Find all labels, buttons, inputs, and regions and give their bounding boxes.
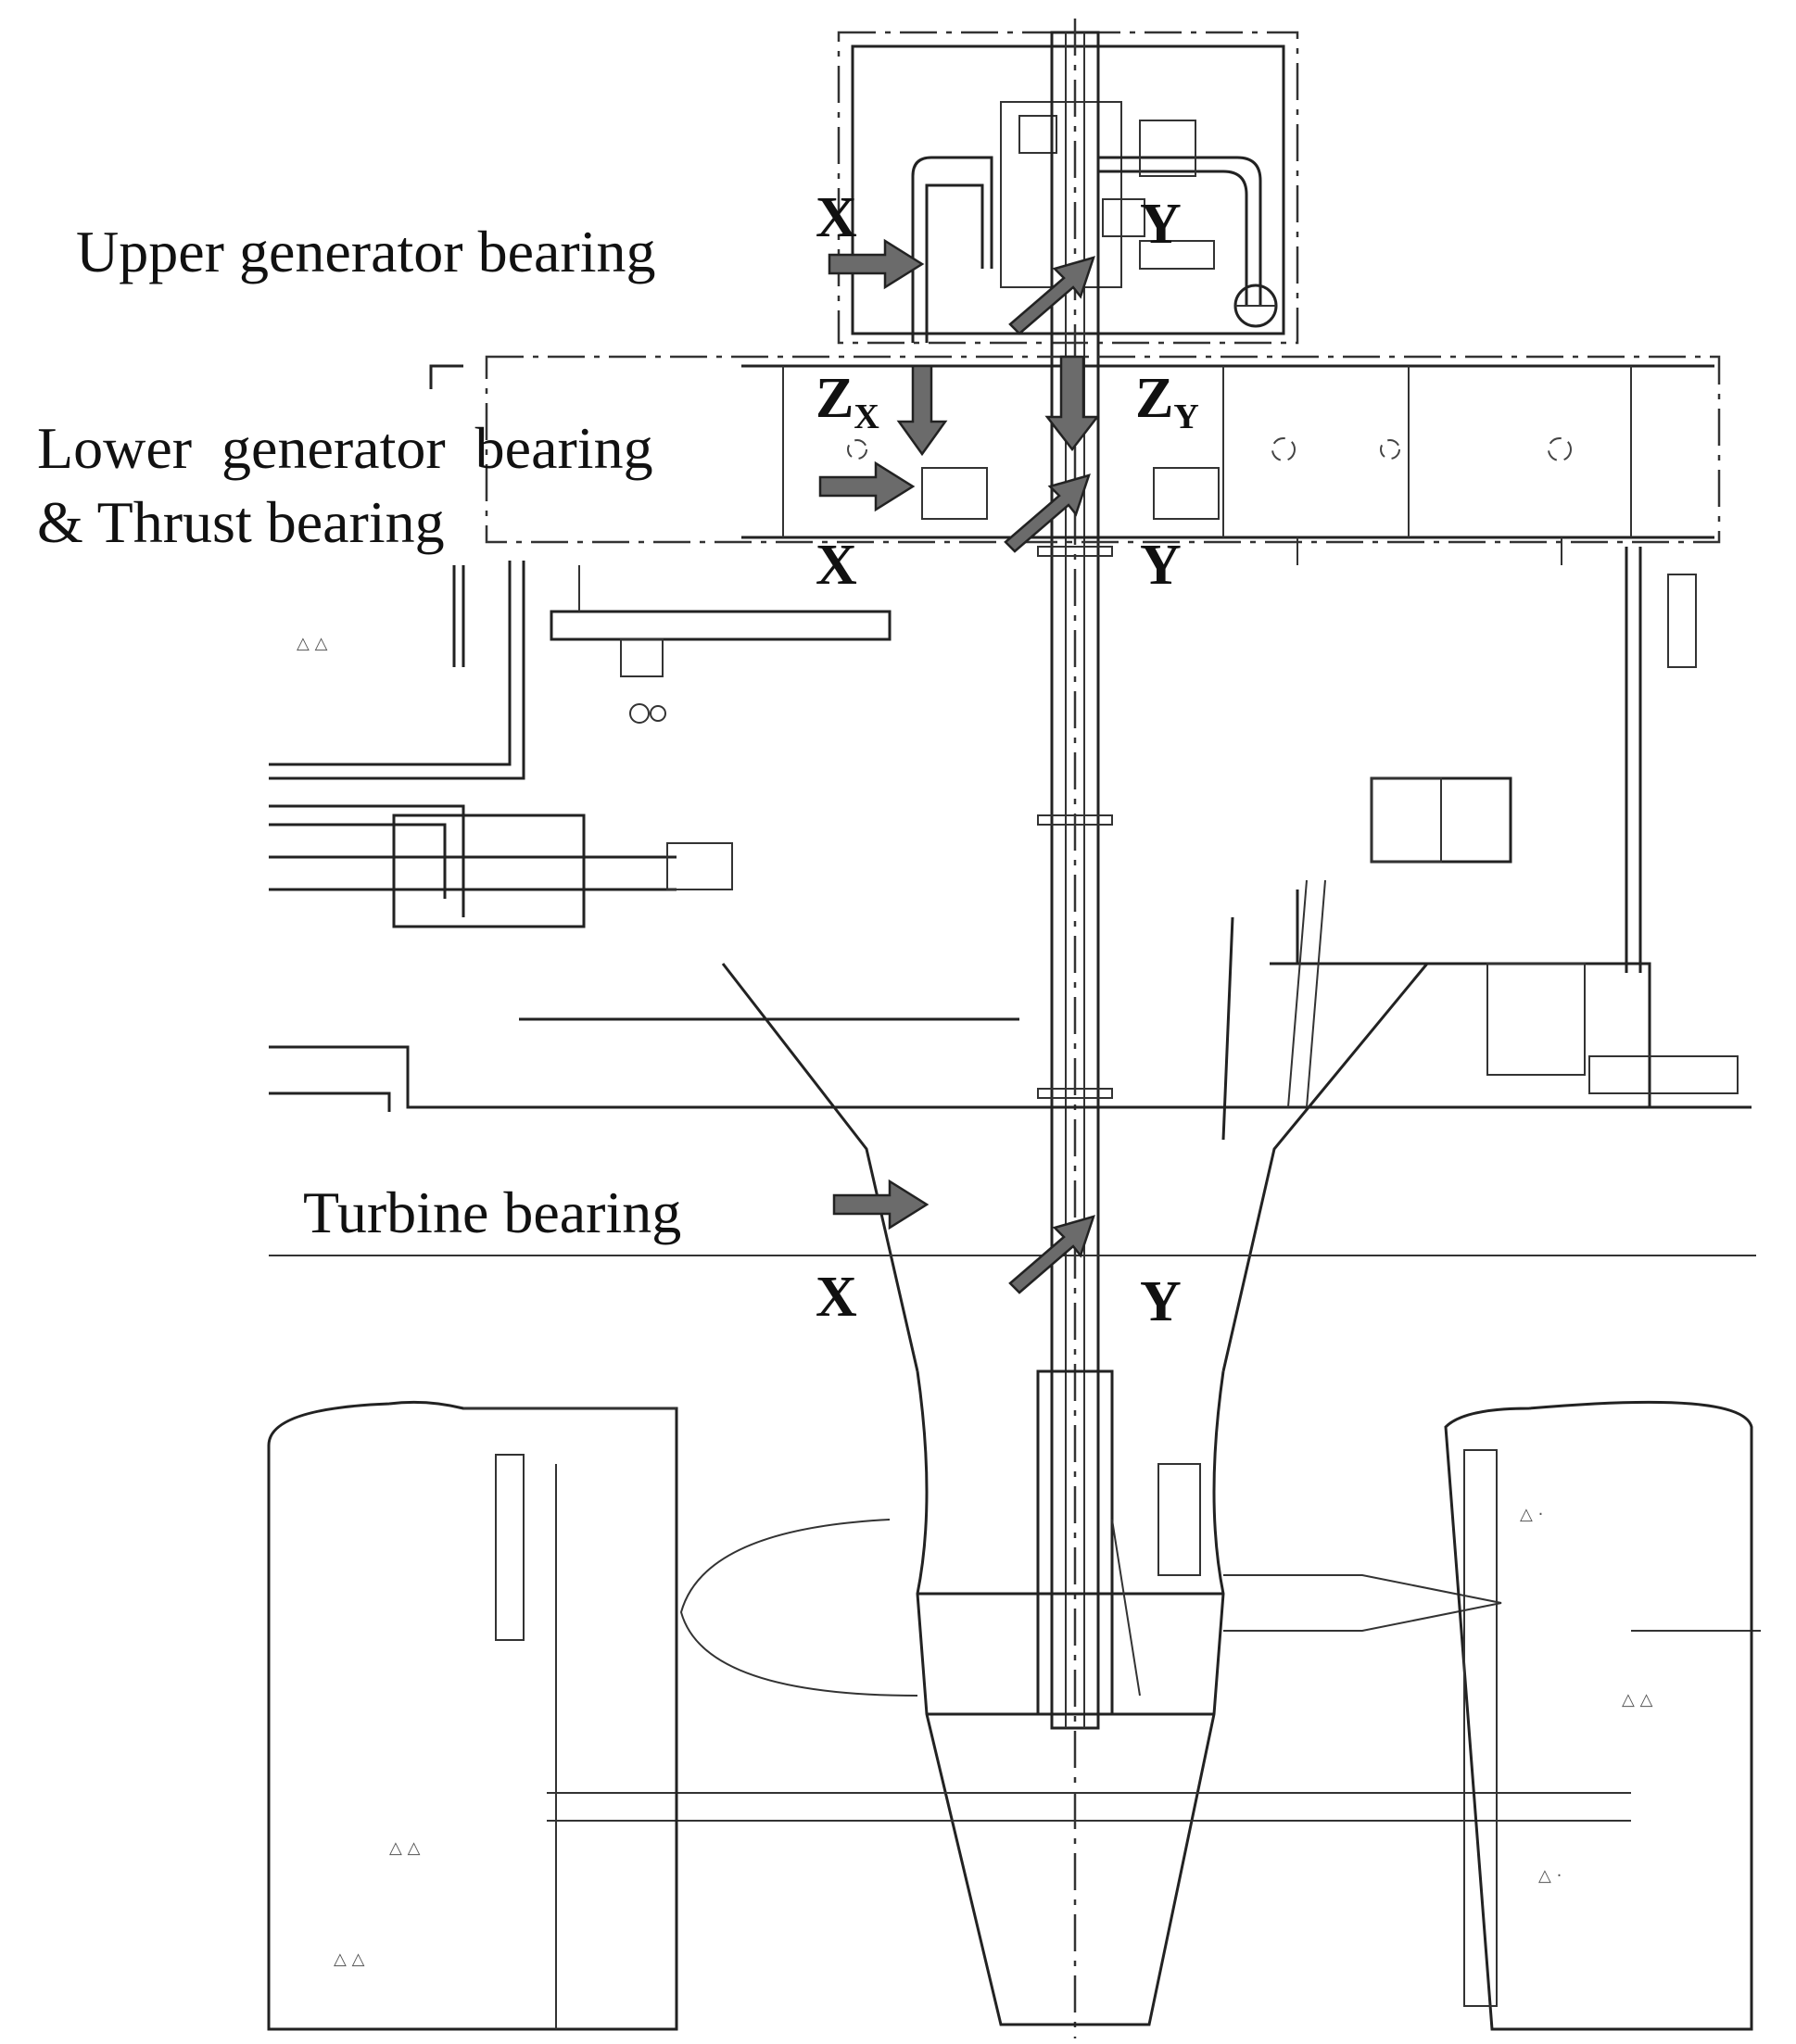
turbine-casing — [679, 963, 1502, 2026]
left-concrete-pier: △ △ △ △ △ △ — [267, 634, 678, 2031]
right-concrete-pier: △ · △ △ △ · — [1444, 1400, 1753, 2031]
zx-axis-label: ZX — [816, 367, 879, 436]
svg-text:△ △: △ △ — [1622, 1690, 1653, 1710]
lower-bearing-y-arrow — [1004, 473, 1091, 553]
upper-x-axis-label: X — [816, 186, 857, 249]
upper-generator-bearing-label: Upper generator bearing — [76, 219, 655, 284]
turbine-bearing-label: Turbine bearing — [303, 1180, 681, 1245]
turbine-bearing-y-arrow — [1008, 1215, 1095, 1294]
thrust-bearing-label: & Thrust bearing — [37, 489, 445, 555]
svg-text:△ △: △ △ — [334, 1949, 365, 1969]
zy-axis-label: ZY — [1135, 367, 1199, 436]
right-structure — [1370, 547, 1697, 973]
lower-bearing-x-arrow — [818, 461, 916, 512]
upper-generator-housing — [837, 31, 1299, 345]
generator-floor — [269, 804, 1752, 1141]
lower-bearing-zy-arrow — [1044, 355, 1100, 452]
zy-main: Z — [1135, 367, 1173, 430]
lower-generator-bearing-label: Lower generator bearing — [37, 415, 653, 481]
upper-bearing-x-arrow — [828, 238, 925, 290]
zx-subscript: X — [854, 397, 879, 436]
svg-text:△ ·: △ · — [1538, 1866, 1562, 1886]
left-room-crane — [269, 364, 892, 780]
svg-text:△ △: △ △ — [297, 634, 328, 653]
lower-generator-housing — [485, 355, 1721, 565]
turbine-y-axis-label: Y — [1140, 1270, 1182, 1333]
zx-main: Z — [816, 367, 854, 430]
svg-text:△ ·: △ · — [1520, 1505, 1543, 1524]
lower-bearing-zx-arrow — [896, 364, 948, 457]
turbine-x-axis-label: X — [816, 1266, 857, 1329]
zy-subscript: Y — [1173, 397, 1198, 436]
lower-x-axis-label: X — [816, 534, 857, 597]
main-shaft — [1037, 19, 1113, 2038]
upper-bearing-y-arrow — [1008, 256, 1095, 335]
svg-text:△ △: △ △ — [389, 1838, 421, 1858]
lower-y-axis-label: Y — [1140, 534, 1182, 597]
turbine-bearing-x-arrow — [832, 1179, 930, 1230]
upper-y-axis-label: Y — [1140, 193, 1182, 256]
